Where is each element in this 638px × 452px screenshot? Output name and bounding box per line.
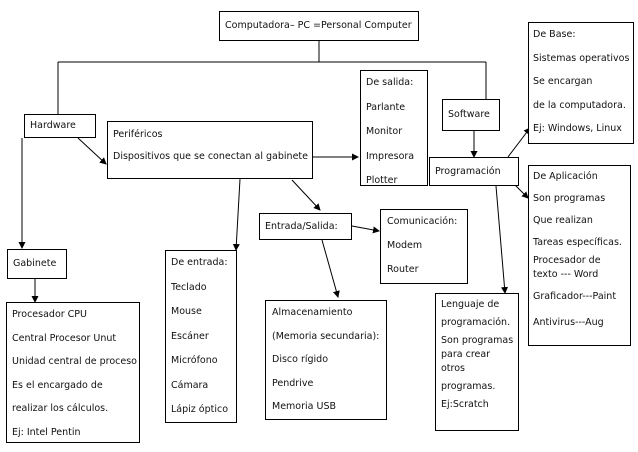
arrow-perifericos-entrada — [232, 178, 241, 251]
lenguaje-line: para crear — [441, 349, 491, 360]
de-entrada-node: De entrada: Teclado Mouse Escáner Micróf… — [165, 250, 237, 423]
lenguaje-line: otros — [441, 363, 465, 374]
hardware-node: Hardware — [24, 114, 96, 138]
de-entrada-line: Lápiz óptico — [171, 404, 229, 415]
almacenamiento-node: Almacenamiento (Memoria secundaria): Dis… — [265, 300, 387, 420]
de-base-line: Se encargan — [533, 76, 593, 87]
de-entrada-line: Teclado — [171, 281, 207, 293]
procesador-line: Unidad central de proceso — [12, 356, 137, 367]
lenguaje-line: Lenguaje de — [441, 299, 500, 310]
de-salida-line: Parlante — [366, 101, 406, 113]
almacenamiento-line: (Memoria secundaria): — [272, 330, 380, 342]
root-node: Computadora– PC =Personal Computer — [219, 11, 419, 41]
de-aplicacion-line: Que realizan — [533, 215, 593, 226]
arrow-programacion-lenguaje — [495, 185, 508, 294]
de-salida-line: De salida: — [366, 77, 414, 88]
entrada-salida-node-label: Entrada/Salida: — [265, 220, 338, 232]
arrow-es-almacenamiento — [321, 239, 340, 298]
programacion-node: Programación — [429, 157, 519, 186]
de-aplicacion-line: Graficador---Paint — [533, 291, 617, 302]
comunicacion-node: Comunicación: Modem Router — [380, 209, 468, 284]
hardware-node-label: Hardware — [30, 120, 76, 132]
procesador-line: realizar los cálculos. — [12, 403, 109, 414]
de-aplicacion-line: De Aplicación — [533, 171, 598, 182]
almacenamiento-line: Memoria USB — [272, 401, 336, 412]
almacenamiento-line: Almacenamiento — [272, 307, 353, 318]
gabinete-node: Gabinete — [7, 249, 67, 279]
de-salida-line: Plotter — [366, 175, 398, 186]
comunicacion-line: Router — [387, 264, 419, 275]
almacenamiento-line: Pendrive — [272, 377, 314, 389]
perifericos-line: Dispositivos que se conectan al gabinete — [113, 151, 308, 162]
procesador-line: Procesador CPU — [12, 309, 87, 320]
de-entrada-line: Mouse — [171, 306, 202, 317]
de-aplicacion-line: Son programas — [533, 193, 606, 204]
lenguaje-node: Lenguaje de programación. Son programas … — [435, 293, 519, 431]
de-base-node: De Base: Sistemas operativos Se encargan… — [528, 22, 634, 144]
arrow-hardware-perifericos — [77, 137, 107, 165]
de-entrada-line: Micrófono — [171, 355, 218, 366]
de-salida-line: Impresora — [366, 150, 415, 162]
procesador-line: Ej: Intel Pentin — [12, 426, 81, 438]
lenguaje-line: programación. — [441, 317, 511, 328]
arrow-es-comunicacion — [351, 225, 380, 234]
de-entrada-line: De entrada: — [171, 257, 228, 268]
de-base-line: de la computadora. — [533, 99, 626, 111]
perifericos-line: Periféricos — [113, 129, 163, 140]
de-entrada-line: Escáner — [171, 330, 209, 342]
comunicacion-line: Modem — [387, 240, 423, 251]
de-base-line: De Base: — [533, 29, 576, 40]
lenguaje-line: Ej:Scratch — [441, 399, 489, 410]
de-salida-line: Monitor — [366, 126, 403, 137]
procesador-line: Central Procesor Unut — [12, 332, 117, 344]
de-aplicacion-line: Tareas específicas. — [533, 237, 622, 248]
de-aplicacion-line: Procesador de — [533, 255, 601, 266]
de-base-line: Sistemas operativos — [533, 52, 630, 64]
lenguaje-line: Son programas — [441, 335, 514, 346]
de-aplicacion-node: De Aplicación Son programas Que realizan… — [528, 165, 631, 346]
lenguaje-line: programas. — [441, 381, 496, 392]
software-node: Software — [442, 99, 500, 131]
programacion-node-label: Programación — [435, 165, 501, 177]
de-salida-node: De salida: Parlante Monitor Impresora Pl… — [360, 70, 428, 186]
software-node-label: Software — [448, 109, 490, 121]
de-base-line: Ej: Windows, Linux — [533, 123, 622, 134]
de-aplicacion-line: texto --- Word — [533, 269, 599, 280]
procesador-line: Es el encargado de — [12, 379, 103, 391]
entrada-salida-node: Entrada/Salida: — [259, 213, 352, 240]
gabinete-node-label: Gabinete — [13, 258, 57, 270]
procesador-node: Procesador CPU Central Procesor Unut Uni… — [6, 302, 140, 443]
arrow-programacion-debase — [507, 127, 531, 158]
de-entrada-line: Cámara — [171, 379, 209, 391]
root-node-label: Computadora– PC =Personal Computer — [225, 20, 412, 32]
almacenamiento-line: Disco rígido — [272, 354, 329, 365]
perifericos-node: Periféricos Dispositivos que se conectan… — [107, 121, 313, 179]
comunicacion-line: Comunicación: — [387, 216, 458, 227]
de-aplicacion-line: Antivirus---Aug — [533, 317, 604, 328]
arrow-perifericos-entrada-salida — [291, 179, 321, 211]
arrow-programacion-aplicacion — [513, 183, 529, 199]
